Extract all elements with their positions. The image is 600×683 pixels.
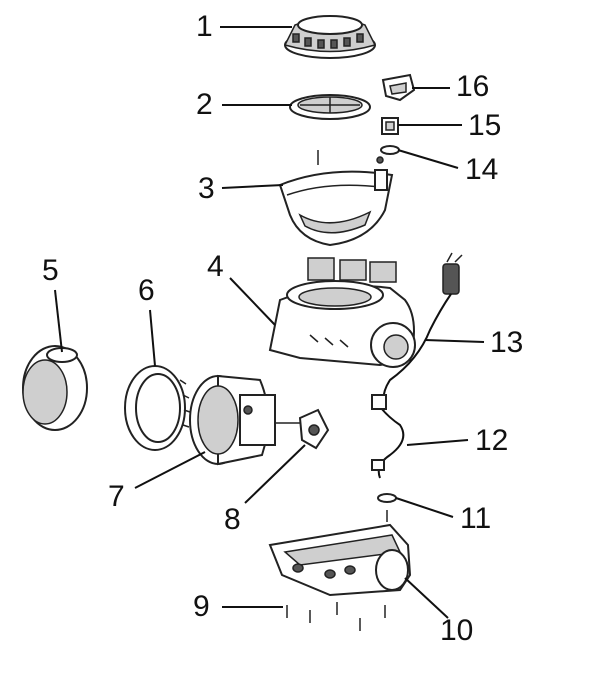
part-10-base-tray xyxy=(268,510,412,597)
callout-14: 14 xyxy=(465,153,499,186)
callout-3: 3 xyxy=(198,172,215,205)
part-4-main-housing xyxy=(268,257,416,368)
part-5-rear-cover xyxy=(22,345,88,431)
callout-9: 9 xyxy=(193,590,210,623)
callout-2: 2 xyxy=(196,88,213,121)
part-8-impeller xyxy=(298,408,330,450)
callout-15: 15 xyxy=(468,109,502,142)
part-15-clip xyxy=(381,117,399,135)
part-12-wire-harness xyxy=(371,394,405,479)
callout-1: 1 xyxy=(196,10,213,43)
callout-16: 16 xyxy=(456,70,490,103)
callout-13: 13 xyxy=(490,326,524,359)
callout-5: 5 xyxy=(42,254,59,287)
part-9-screws xyxy=(286,602,386,631)
part-1-top-cap xyxy=(283,15,377,59)
callout-7: 7 xyxy=(108,480,125,513)
callout-12: 12 xyxy=(475,424,509,457)
part-2-filter-disc xyxy=(289,94,371,120)
part-7-motor xyxy=(189,374,300,466)
part-14-washer xyxy=(376,145,400,164)
callout-6: 6 xyxy=(138,274,155,307)
callout-11: 11 xyxy=(460,502,492,535)
leader-lines xyxy=(54,26,485,619)
part-6-band-ring xyxy=(124,365,191,451)
callout-4: 4 xyxy=(207,250,224,283)
callout-8: 8 xyxy=(224,503,241,536)
callout-10: 10 xyxy=(440,614,474,647)
part-11-o-ring xyxy=(377,493,397,503)
part-3-filter-cage xyxy=(278,150,394,247)
part-16-latch xyxy=(381,73,416,102)
